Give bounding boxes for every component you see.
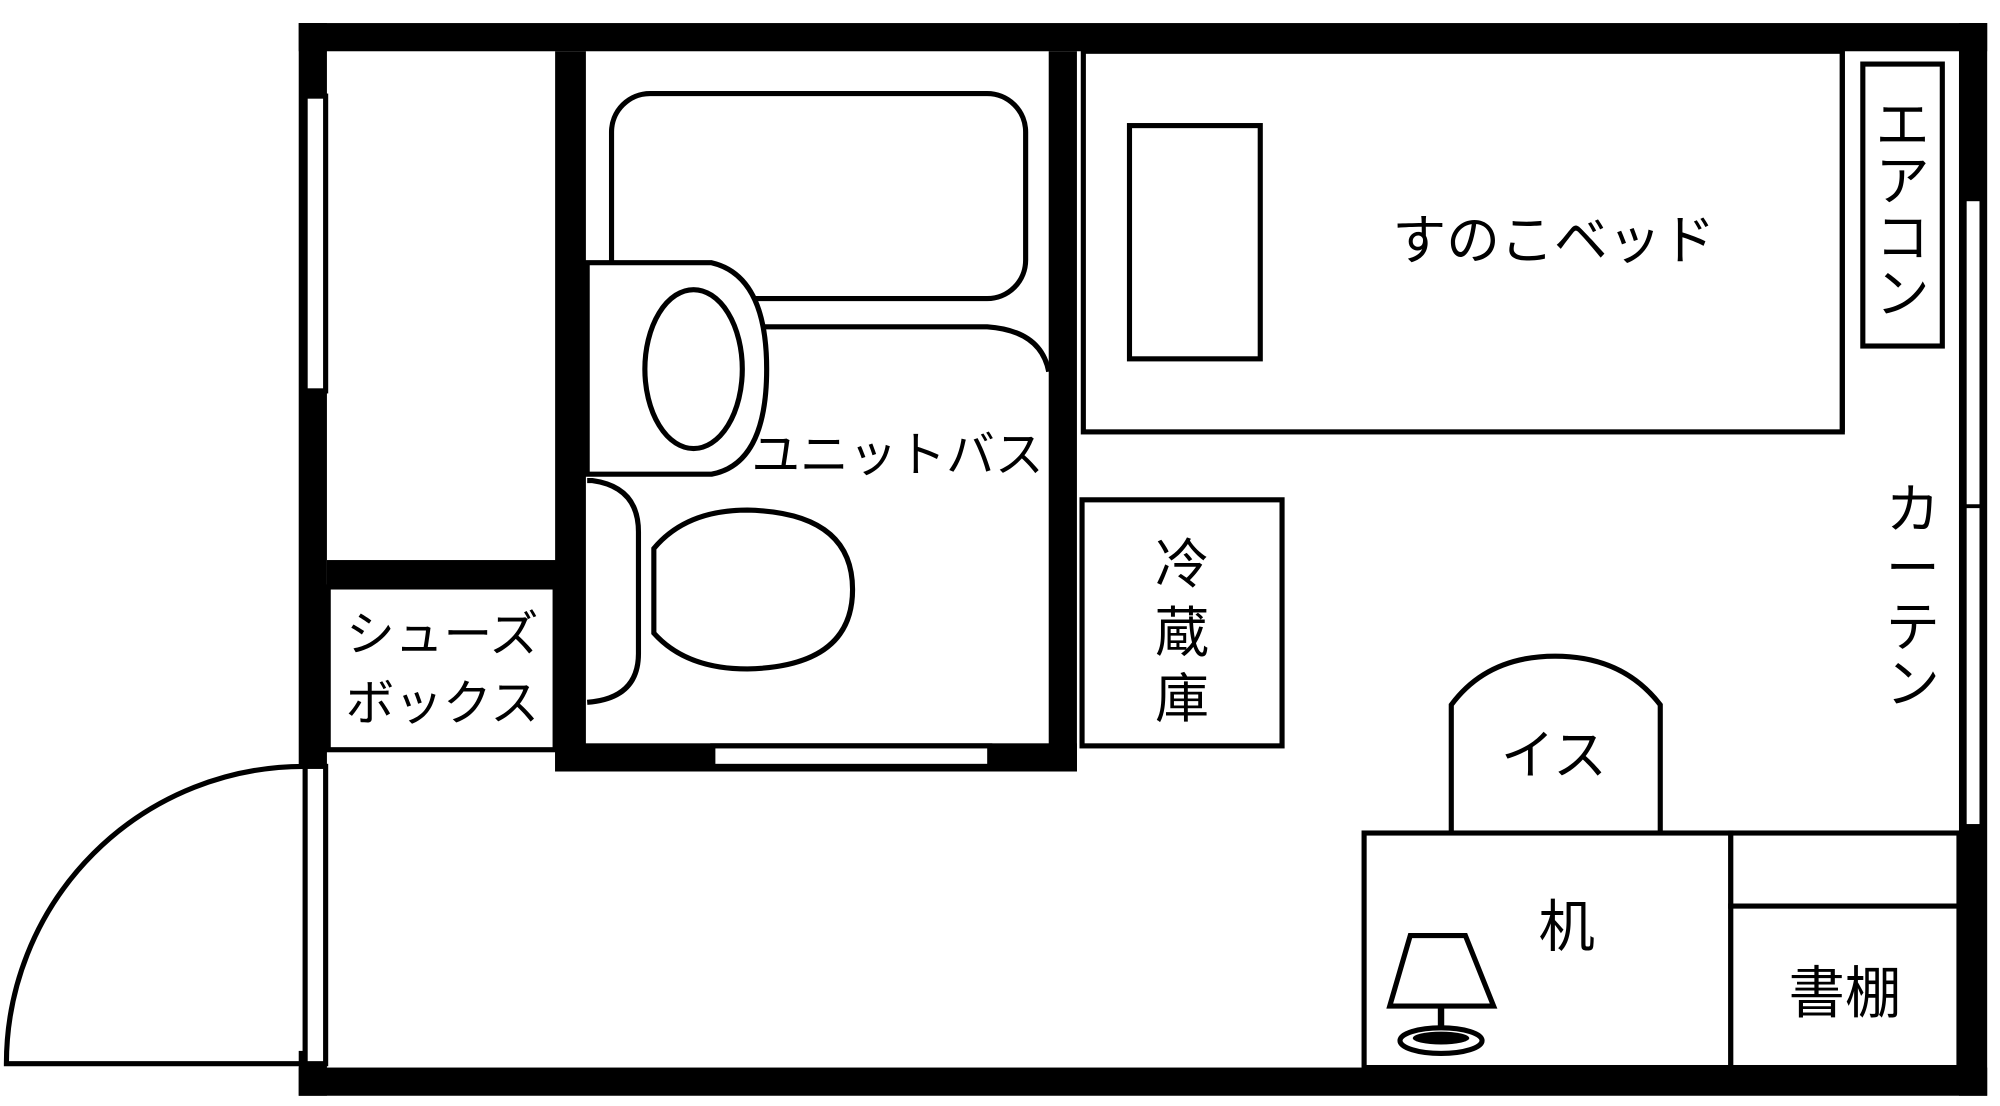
aircon-label-4: ン [1876, 263, 1930, 326]
bookshelf-label: 書棚 [1788, 961, 1901, 1026]
right-window [1961, 196, 1985, 830]
wall-bottom [298, 1067, 1988, 1096]
bathtub [608, 90, 1029, 302]
lamp-icon [1386, 932, 1498, 1057]
fridge-label-3: 庫 [1155, 668, 1209, 731]
aircon-label-1: エ [1876, 94, 1930, 157]
unit-bath-label: ユニットバス [751, 428, 1043, 484]
shoe-box [325, 584, 558, 753]
bathtub-lower [750, 324, 1052, 373]
aircon-label-3: コ [1876, 206, 1930, 269]
bookshelf [1728, 903, 1962, 1071]
curtain-label-2: ー [1886, 537, 1940, 600]
curtain-label-3: テ [1886, 596, 1940, 659]
sink-basin [642, 287, 745, 452]
chair-label: イス [1501, 724, 1607, 787]
bed-label: すのこベッド [1392, 209, 1715, 272]
fridge [1079, 497, 1285, 749]
bath-wall-left [555, 51, 586, 772]
door-swing-arc [3, 763, 304, 1067]
fridge-label-2: 蔵 [1155, 601, 1209, 664]
shoe-box-label-2: ボックス [346, 676, 539, 732]
aircon-label-2: ア [1876, 150, 1930, 213]
bath-window [710, 743, 993, 769]
pillow [1126, 123, 1263, 362]
toilet-bowl [651, 507, 856, 672]
bath-wall-right [1048, 51, 1077, 772]
left-window [302, 93, 329, 394]
curtain-label-4: ン [1886, 652, 1940, 715]
curtain-label-1: カ [1886, 478, 1940, 541]
toilet-tank [586, 478, 642, 705]
chair [1448, 653, 1663, 834]
aircon [1860, 61, 1945, 349]
closet-wall [326, 560, 584, 587]
desk-label: 机 [1538, 895, 1594, 960]
entrance-door[interactable] [302, 763, 329, 1067]
fridge-label-1: 冷 [1155, 533, 1209, 596]
bookshelf-top [1728, 830, 1962, 909]
shoe-box-label-1: シューズ [346, 607, 538, 663]
wall-top [298, 23, 1988, 52]
